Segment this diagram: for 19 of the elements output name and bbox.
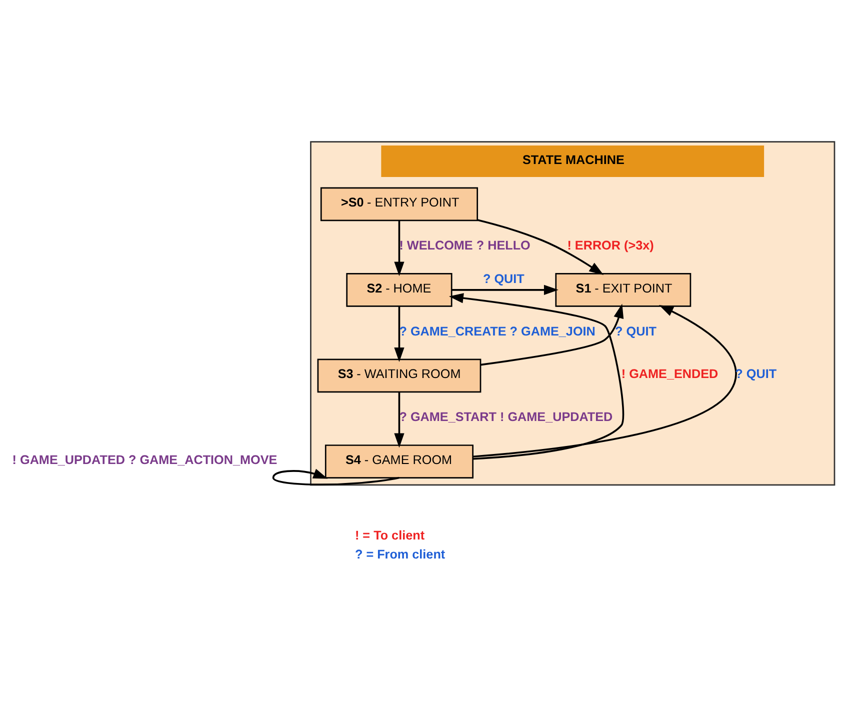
arrow <box>452 284 558 294</box>
arrow <box>480 303 624 366</box>
edge-label: ! GAME_ENDED <box>621 366 718 381</box>
node-box: S4 - GAME ROOM <box>324 444 474 478</box>
label: ? = From client <box>354 546 446 561</box>
arrow <box>477 218 604 274</box>
edge-label: ! ERROR (>3x) <box>567 238 654 252</box>
edge-label: ! GAME_UPDATED ? GAME_ACTION_MOVE <box>12 452 278 466</box>
arrow <box>472 304 737 458</box>
arrow <box>394 220 404 276</box>
node-box: S1 - EXIT POINT <box>555 272 692 306</box>
node-box: S3 - WAITING ROOM <box>317 358 482 392</box>
node-box: >S0 - ENTRY POINT <box>320 186 478 221</box>
arrow <box>448 292 624 460</box>
label: ! = To client <box>354 528 425 542</box>
edge-label: ? QUIT <box>482 271 524 286</box>
edge-label: ? QUIT <box>615 324 656 338</box>
edge-label: ! WELCOME ? HELLO <box>399 238 530 252</box>
node-box: S2 - HOME <box>346 272 452 306</box>
